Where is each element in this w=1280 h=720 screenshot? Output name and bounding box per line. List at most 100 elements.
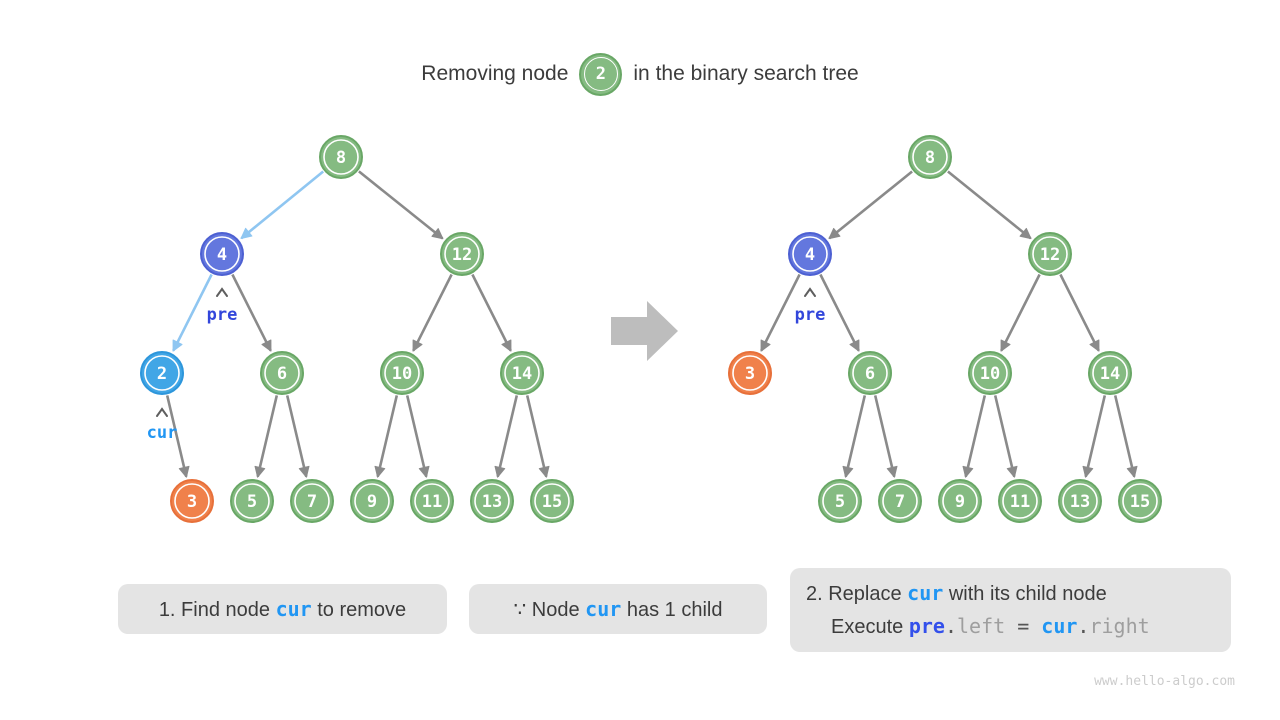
node-before-15: 15	[530, 479, 574, 523]
node-inner-ring	[174, 483, 210, 519]
node-value: 7	[307, 492, 317, 512]
code-right: right	[1089, 614, 1150, 638]
node-inner-ring	[354, 483, 390, 519]
node-after-7: 7	[878, 479, 922, 523]
node-circle	[500, 351, 544, 395]
node-circle	[1088, 351, 1132, 395]
caption-because-suffix: has 1 child	[621, 598, 723, 621]
edge-before-10-9	[374, 395, 399, 478]
node-circle	[848, 351, 892, 395]
edge-before-8-12	[358, 170, 444, 240]
node-after-15: 15	[1118, 479, 1162, 523]
edge-after-6-5	[842, 395, 867, 478]
node-value: 7	[895, 492, 905, 512]
node-inner-ring	[384, 355, 420, 391]
caption-step1-prefix: 1. Find node	[158, 598, 276, 621]
node-circle	[440, 232, 484, 276]
transition-arrow-icon	[611, 301, 678, 361]
node-value: 12	[452, 245, 472, 265]
node-circle	[728, 351, 772, 395]
node-circle	[908, 135, 952, 179]
node-inner-ring	[882, 483, 918, 519]
pointer-label-before-pre: pre	[207, 305, 238, 325]
node-after-3: 3	[728, 351, 772, 395]
edge-before-8-4	[240, 170, 325, 240]
edge-after-6-7	[873, 395, 898, 478]
node-circle	[410, 479, 454, 523]
caption-because: ∵ Node cur has 1 child	[469, 584, 767, 634]
keyword-cur: cur	[1041, 614, 1078, 638]
edge-after-10-11	[993, 395, 1018, 478]
caption-step2: 2. Replace cur with its child node Execu…	[790, 568, 1231, 652]
execute-label: Execute	[831, 616, 909, 638]
node-circle	[230, 479, 274, 523]
node-value: 9	[367, 492, 377, 512]
node-after-8: 8	[908, 135, 952, 179]
node-before-11: 11	[410, 479, 454, 523]
node-value: 14	[512, 364, 532, 384]
node-inner-ring	[323, 139, 359, 175]
node-inner-ring	[534, 483, 570, 519]
node-after-6: 6	[848, 351, 892, 395]
node-value: 14	[1100, 364, 1120, 384]
node-inner-ring	[1002, 483, 1038, 519]
caption-step1-suffix: to remove	[311, 598, 407, 621]
node-after-11: 11	[998, 479, 1042, 523]
node-circle	[788, 232, 832, 276]
node-circle	[1058, 479, 1102, 523]
node-circle	[380, 351, 424, 395]
node-inner-ring	[852, 355, 888, 391]
node-before-8: 8	[319, 135, 363, 179]
edge-before-4-6	[231, 273, 272, 352]
node-inner-ring	[414, 483, 450, 519]
edge-after-4-6	[819, 273, 860, 352]
node-value: 8	[925, 148, 935, 168]
node-circle	[968, 351, 1012, 395]
pointer-label-before-cur: cur	[147, 423, 178, 443]
node-value: 8	[336, 148, 346, 168]
edge-after-4-3	[760, 273, 801, 352]
caption-step2-suffix: with its child node	[943, 583, 1107, 605]
edge-after-12-14	[1059, 273, 1100, 352]
node-after-13: 13	[1058, 479, 1102, 523]
node-value: 6	[865, 364, 875, 384]
edge-after-10-9	[962, 395, 987, 478]
node-after-10: 10	[968, 351, 1012, 395]
node-value: 10	[980, 364, 1000, 384]
node-value: 2	[157, 364, 167, 384]
node-inner-ring	[792, 236, 828, 272]
node-inner-ring	[204, 236, 240, 272]
node-before-5: 5	[230, 479, 274, 523]
keyword-cur: cur	[275, 596, 312, 621]
node-before-3: 3	[170, 479, 214, 523]
node-inner-ring	[474, 483, 510, 519]
node-circle	[878, 479, 922, 523]
title-text-prefix: Removing node	[421, 62, 569, 85]
node-after-4: 4	[788, 232, 832, 276]
node-value: 5	[835, 492, 845, 512]
node-value: 3	[745, 364, 755, 384]
node-inner-ring	[912, 139, 948, 175]
node-value: 9	[955, 492, 965, 512]
node-circle	[1028, 232, 1072, 276]
node-circle	[140, 351, 184, 395]
node-circle	[170, 479, 214, 523]
caption-step1: 1. Find node cur to remove	[118, 584, 447, 634]
node-inner-ring	[234, 483, 270, 519]
node-value: 6	[277, 364, 287, 384]
edge-after-12-10	[1000, 273, 1041, 352]
node-value: 15	[542, 492, 562, 512]
caption-because-text: ∵ Node cur has 1 child	[514, 597, 723, 622]
node-circle	[470, 479, 514, 523]
node-inner-ring	[444, 236, 480, 272]
keyword-cur: cur	[585, 596, 622, 621]
edge-before-14-15	[525, 395, 550, 478]
watermark: www.hello-algo.com	[1094, 674, 1235, 689]
node-before-7: 7	[290, 479, 334, 523]
node-value: 4	[217, 245, 227, 265]
node-value: 12	[1040, 245, 1060, 265]
node-before-13: 13	[470, 479, 514, 523]
